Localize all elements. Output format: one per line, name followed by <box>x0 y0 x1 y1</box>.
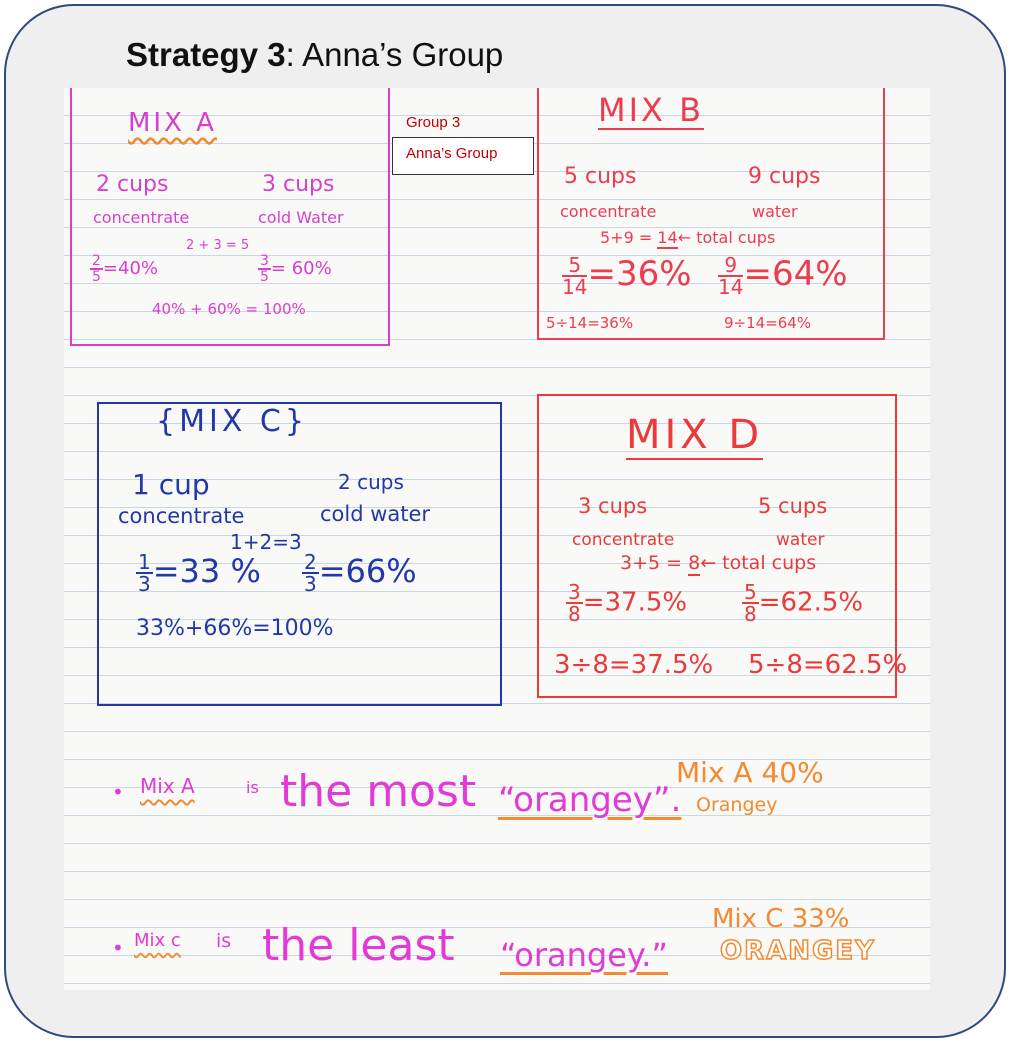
mix-c-heading: {MIX C} <box>156 404 308 439</box>
mix-a-concentrate-amount: 2 cups <box>96 172 169 197</box>
conclusion-1-note-line1: Mix A 40% <box>676 756 824 789</box>
mix-d-sum: 3+5 = 8← total cups <box>620 552 817 576</box>
conclusion-1-phrase: the most <box>280 766 477 817</box>
mix-a-sum: 2 + 3 = 5 <box>186 238 250 253</box>
group-number-label: Group 3 <box>406 114 461 131</box>
mix-b-heading: MIX B <box>598 91 705 130</box>
conclusion-2-bullet: • <box>112 936 124 960</box>
mix-a-box <box>70 88 390 346</box>
mix-a-water-label: cold Water <box>258 208 344 227</box>
mix-c-sum: 1+2=3 <box>230 530 302 554</box>
mix-d-box <box>537 394 897 698</box>
chart-paper-photo <box>64 88 930 990</box>
mix-c-box <box>97 402 502 706</box>
mix-a-total: 40% + 60% = 100% <box>152 300 306 318</box>
mix-c-total: 33%+66%=100% <box>136 616 334 641</box>
conclusion-2-quoted: “orangey.” <box>500 936 668 974</box>
mix-b-concentrate-label: concentrate <box>560 202 657 221</box>
conclusion-2-verb: is <box>216 930 232 952</box>
conclusion-1-bullet: • <box>112 780 124 804</box>
mix-d-concentrate-amount: 3 cups <box>578 494 648 518</box>
mix-d-heading: MIX D <box>626 412 764 460</box>
mix-d-division-water: 5÷8=62.5% <box>748 650 908 680</box>
mix-c-concentrate-amount: 1 cup <box>132 468 210 501</box>
mix-d-water-label: water <box>776 530 825 550</box>
mix-b-box <box>537 88 885 340</box>
mix-d-water-amount: 5 cups <box>758 494 828 518</box>
mix-c-water-amount: 2 cups <box>338 470 404 494</box>
mix-d-concentrate-label: concentrate <box>572 530 675 550</box>
conclusion-1-subject: Mix A <box>140 774 195 798</box>
mix-b-concentrate-amount: 5 cups <box>564 164 637 189</box>
mix-b-water-label: water <box>752 202 798 221</box>
group-name-box: Anna’s Group <box>392 137 534 175</box>
mix-d-division-concentrate: 3÷8=37.5% <box>554 650 714 680</box>
mix-b-division-water: 9÷14=64% <box>724 314 812 332</box>
mix-c-concentrate-label: concentrate <box>118 504 245 528</box>
mix-b-division-concentrate: 5÷14=36% <box>546 314 634 332</box>
conclusion-1-note-line2: Orangey <box>696 794 778 816</box>
conclusion-2-note-line2: ORANGEY <box>719 935 876 967</box>
conclusion-2-phrase: the least <box>262 920 455 971</box>
mix-c-water-label: cold water <box>320 502 431 526</box>
group-name-label: Anna’s Group <box>406 145 498 162</box>
conclusion-2-note-line1: Mix C 33% <box>712 904 850 934</box>
mix-b-sum: 5+9 = 14← total cups <box>600 228 776 249</box>
slide-title: Strategy 3: Anna’s Group <box>126 36 504 73</box>
mix-a-concentrate-label: concentrate <box>93 208 190 227</box>
conclusion-1-quoted: “orangey”. <box>498 780 682 820</box>
mix-a-heading: MIX A <box>128 108 217 138</box>
mix-b-water-amount: 9 cups <box>748 164 821 189</box>
conclusion-2-subject: Mix c <box>134 930 181 951</box>
mix-a-water-amount: 3 cups <box>262 172 335 197</box>
conclusion-1-verb: is <box>246 778 259 797</box>
